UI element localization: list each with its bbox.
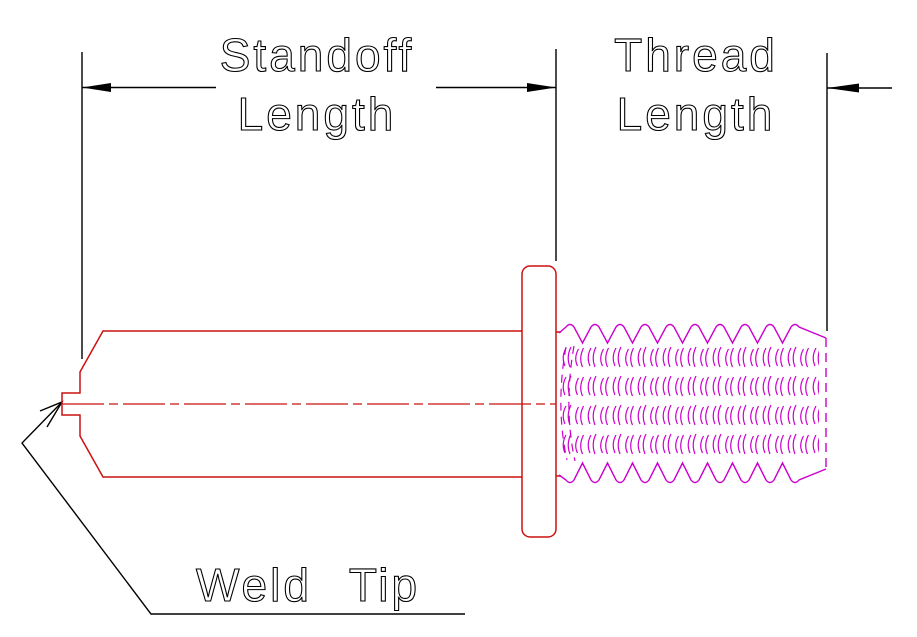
standoff-arrow-right-icon <box>527 83 556 92</box>
thread-length-label-line2: Length <box>617 88 776 140</box>
thread-profile-bottom <box>558 461 827 484</box>
weld-tip-leader-line <box>21 401 465 615</box>
standoff-length-label-line2: Length <box>238 88 397 140</box>
thread-profile-top <box>558 323 827 345</box>
weld-tip-label: Weld Tip <box>196 559 420 611</box>
thread-arrow-icon <box>827 83 859 93</box>
standoff-length-label-line1: Standoff <box>220 29 415 81</box>
thread-length-label-line1: Thread <box>614 29 778 81</box>
stud-flange <box>521 265 557 538</box>
standoff-arrow-left-icon <box>82 83 111 92</box>
thread-texture <box>559 345 819 461</box>
